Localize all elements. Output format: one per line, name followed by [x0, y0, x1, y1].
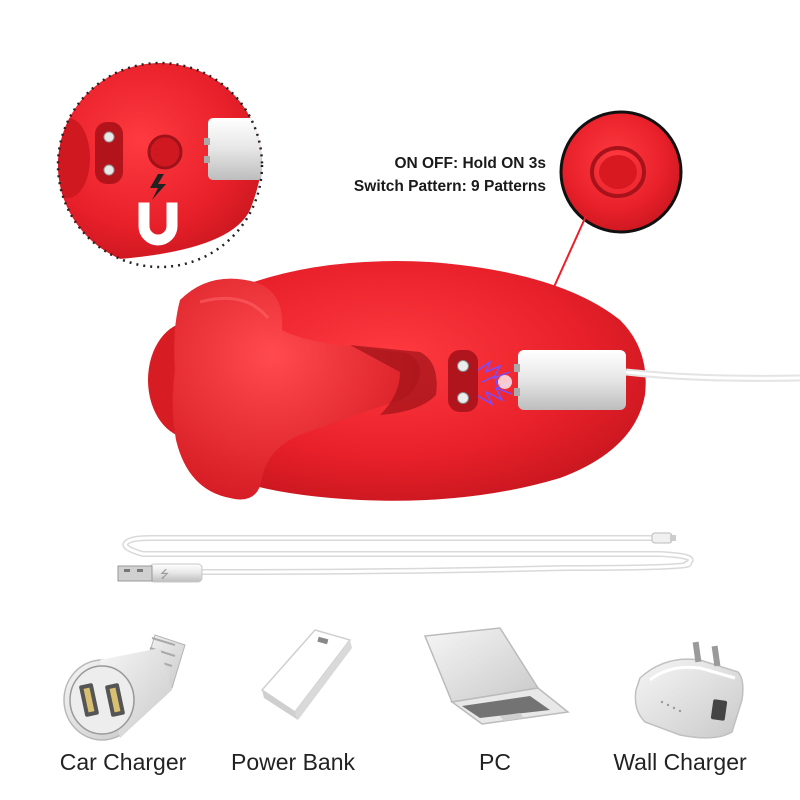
wall-charger-image: [634, 641, 744, 739]
power-instruction: ON OFF: Hold ON 3s: [394, 155, 546, 172]
pattern-instruction: Switch Pattern: 9 Patterns: [353, 178, 546, 195]
pc-laptop-image: [423, 627, 570, 725]
magnet-icon: [138, 202, 178, 246]
usb-icon: ⭍: [160, 568, 169, 581]
car-charger-image: [63, 634, 186, 741]
zoom-detail-charging-port: [56, 61, 264, 269]
usage-instructions: ON OFF: Hold ON 3s Switch Pattern: 9 Pat…: [262, 152, 546, 198]
caption-wall-charger: Wall Charger: [613, 749, 747, 775]
product-body: [148, 261, 800, 501]
lightning-icon: [150, 174, 166, 200]
caption-car-charger: Car Charger: [59, 749, 187, 775]
usb-cable: ⭍: [117, 532, 694, 583]
power-bank-image: [260, 629, 352, 720]
zoom-detail-power-button: [559, 110, 683, 234]
caption-pc: PC: [479, 749, 511, 775]
caption-power-bank: Power Bank: [230, 749, 355, 775]
